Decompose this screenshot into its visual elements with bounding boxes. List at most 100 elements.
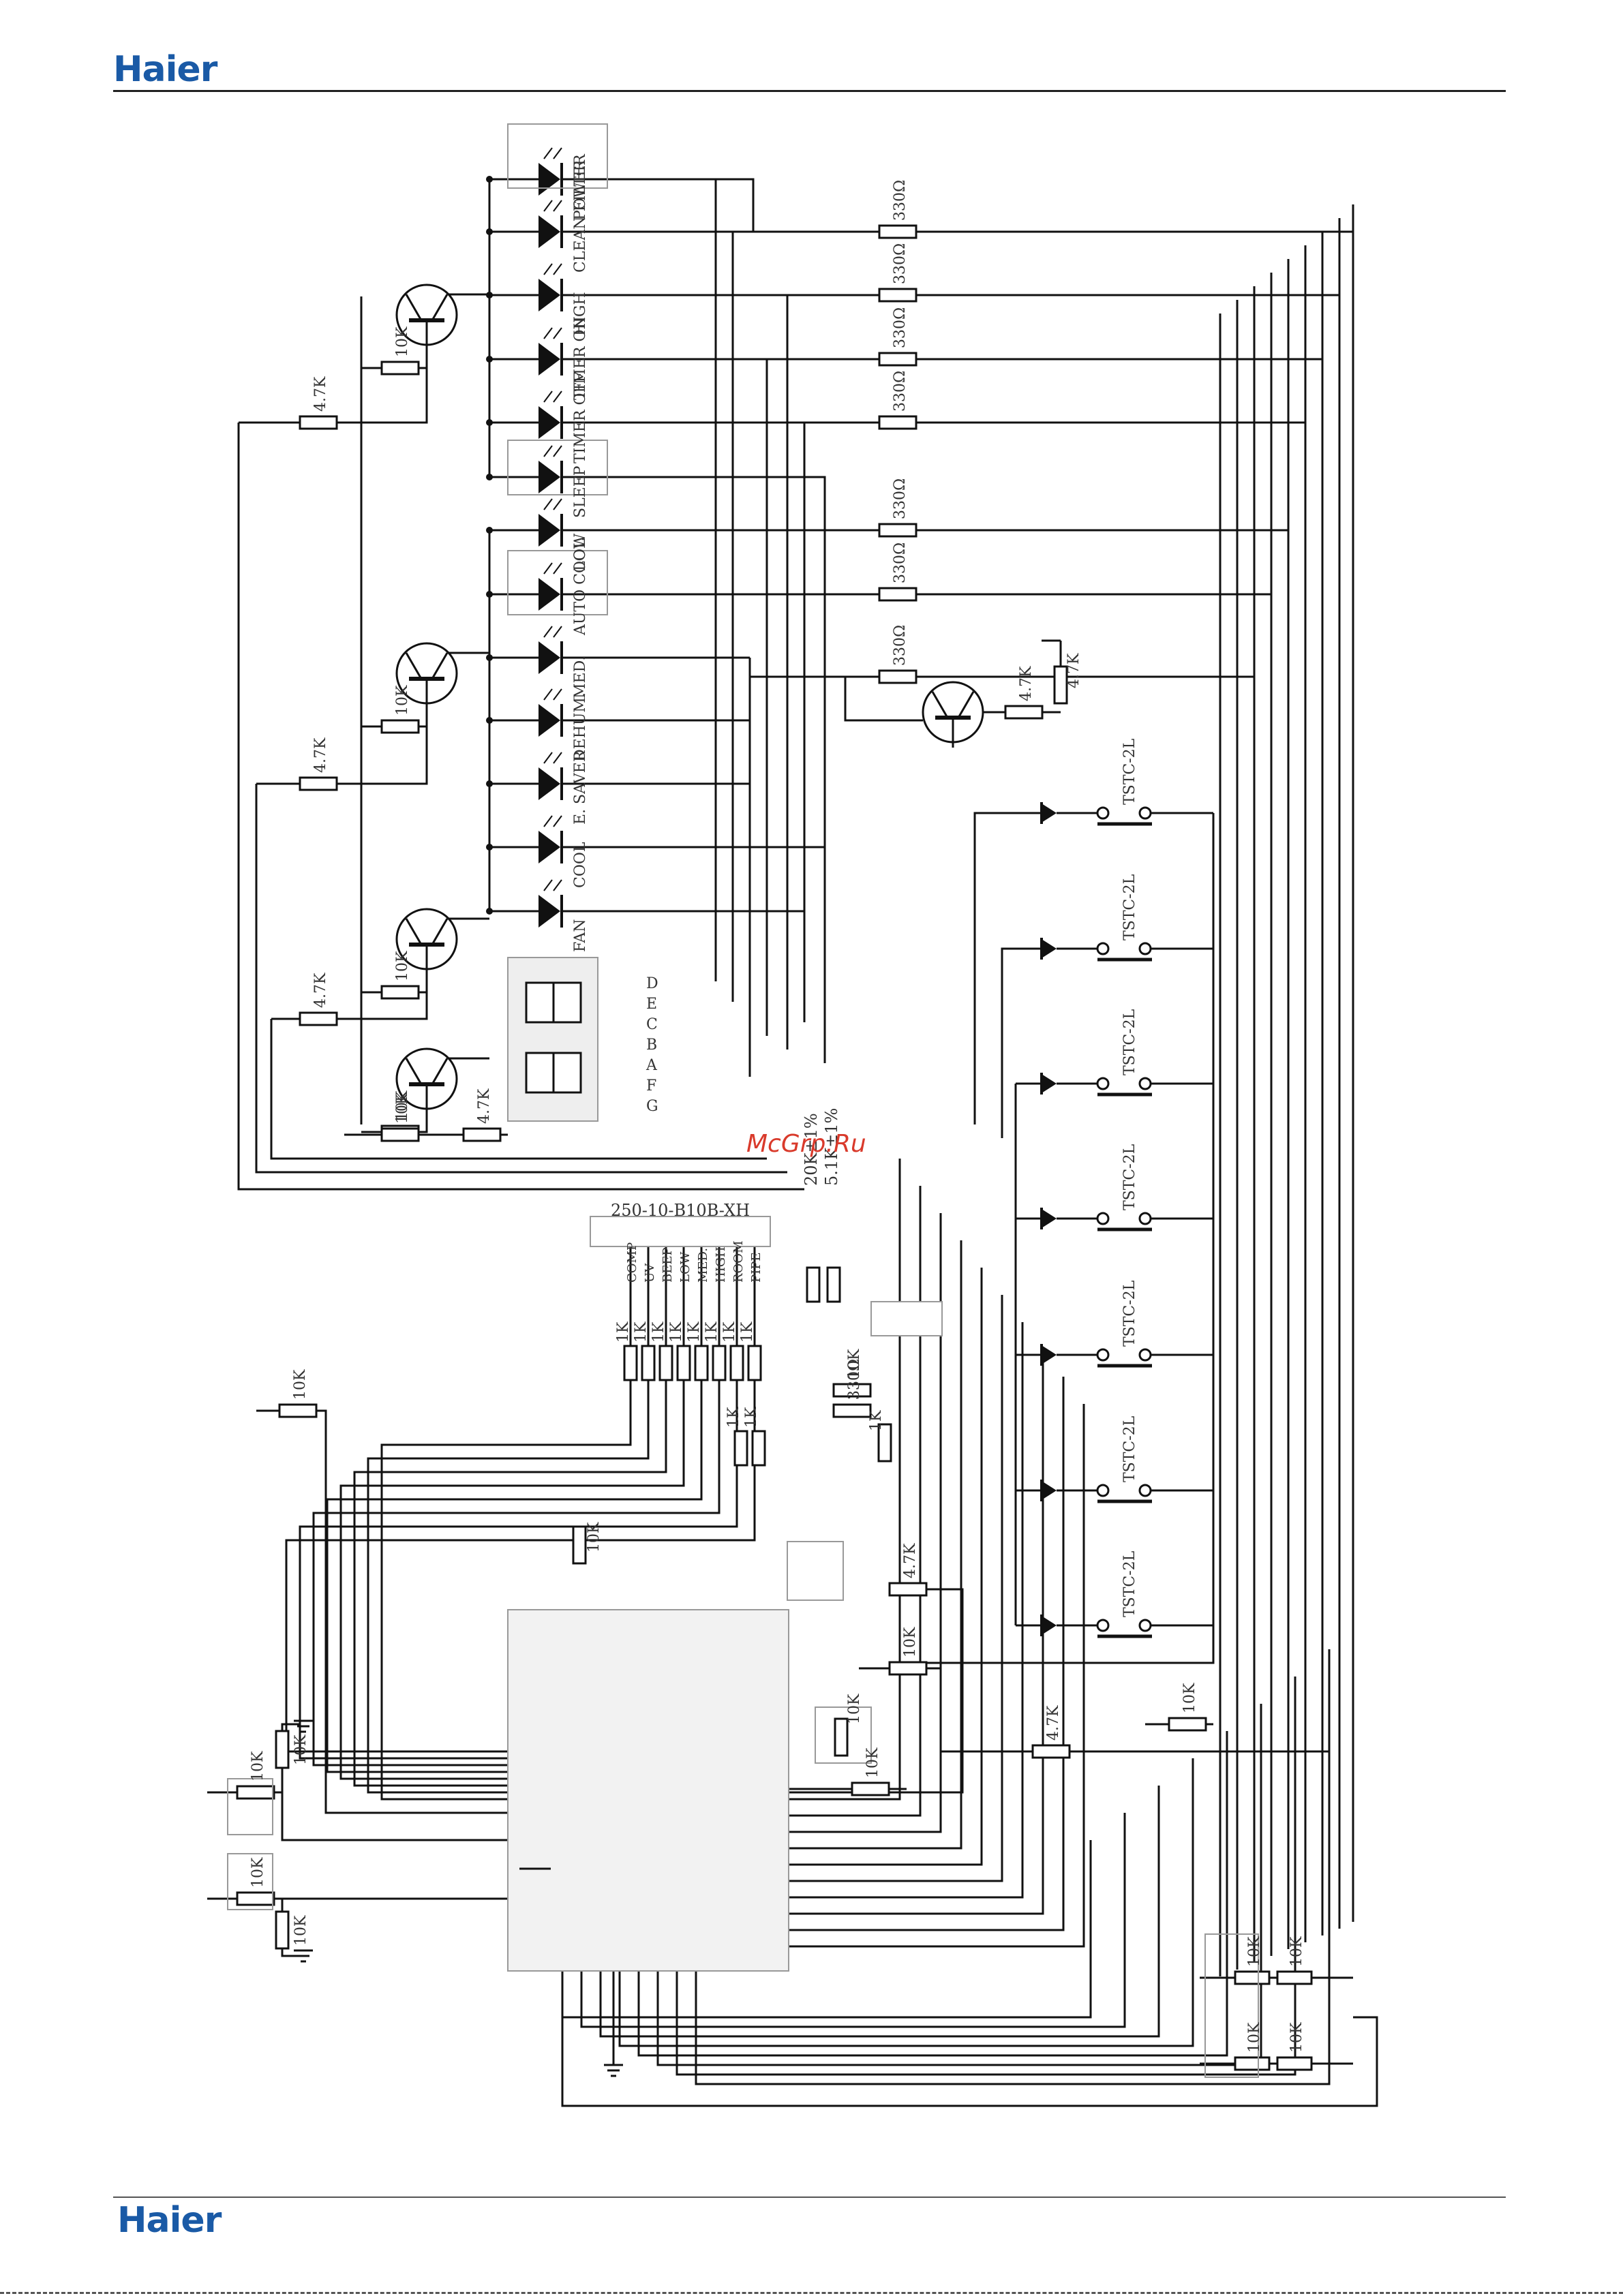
resistor-label: 330Ω: [892, 371, 909, 412]
led-high: [489, 263, 750, 311]
sensor-box-2: [227, 1778, 273, 1835]
led-low: [489, 498, 750, 547]
led-label: HIGH: [572, 292, 589, 336]
resistor: [1276, 2056, 1313, 2071]
transistor-3: [395, 908, 458, 975]
connector-name: 250-10-B10B-XH: [611, 1201, 750, 1220]
resistor-label: 1K: [868, 1410, 885, 1431]
resistor-label: 10K: [292, 1734, 309, 1765]
led-label: TIMER ON: [572, 316, 589, 400]
led-auto-cool: [489, 562, 750, 611]
resistor-label: 330Ω: [892, 307, 909, 348]
switch-label: TSTC-2L: [1121, 1550, 1138, 1617]
led-label: TIMER OFF: [572, 372, 589, 463]
resistor: [1234, 2056, 1271, 2071]
resistor: [462, 1127, 502, 1142]
resistor: [380, 361, 420, 376]
buzzer-box: [870, 1301, 943, 1336]
resistor: [826, 1266, 841, 1303]
resistor: [834, 1717, 849, 1757]
watermark: McGrp.Ru: [746, 1130, 866, 1158]
switch-label: TSTC-2L: [1121, 738, 1138, 805]
resistor-label: 10K: [394, 1090, 411, 1121]
switch-tstc-2l: TSTC-2L: [1040, 1550, 1152, 1638]
resistor: [275, 1910, 290, 1950]
resistor-label: 10K: [394, 951, 411, 981]
resistor-label: 10K: [846, 1349, 863, 1379]
resistor-label: 1K: [650, 1321, 667, 1343]
resistor: [877, 1423, 892, 1463]
resistor: [878, 415, 917, 430]
resistor-label: 4.7K: [1065, 653, 1082, 688]
led-med-: [489, 626, 750, 674]
resistor: [878, 587, 917, 602]
page-edge-dashed-rule: [0, 2292, 1623, 2294]
resistor-label: 1K: [703, 1321, 721, 1343]
resistor-label: 330Ω: [892, 180, 909, 221]
resistor: [729, 1345, 744, 1381]
crystal-box: [787, 1541, 844, 1601]
resistor: [641, 1345, 656, 1381]
resistor: [299, 415, 338, 430]
resistor-label: 1K: [686, 1321, 703, 1343]
mcu-chip: [507, 1609, 789, 1972]
resistor: [1053, 665, 1068, 705]
resistor: [1276, 1970, 1313, 1985]
resistor: [623, 1345, 638, 1381]
resistor: [747, 1345, 762, 1381]
switch-tstc-2l: TSTC-2L: [1040, 1280, 1152, 1368]
switch-label: TSTC-2L: [1121, 874, 1138, 940]
segment-pin-label: E: [646, 996, 657, 1013]
resistor-label: 10K: [249, 1857, 267, 1888]
connector-pin-label: COMP: [625, 1242, 639, 1283]
resistor: [878, 669, 917, 684]
resistor: [236, 1891, 275, 1906]
led-dehum-: [489, 688, 750, 737]
sensor-box-3: [227, 1853, 273, 1910]
resistor: [380, 719, 420, 734]
resistor-label: 1K: [739, 1321, 756, 1343]
resistor: [380, 985, 420, 1000]
led-clean-filter: [489, 200, 750, 248]
resistor: [1234, 1970, 1271, 1985]
resistor-label: 330Ω: [892, 478, 909, 519]
transistor-4: [395, 1047, 458, 1114]
connector-pin-label: ROOM: [731, 1241, 746, 1283]
resistor: [851, 1781, 890, 1796]
led-label: AUTO COOL: [572, 538, 589, 636]
connector-pin-label: LOW: [678, 1251, 693, 1283]
resistor-label: 10K: [846, 1694, 863, 1724]
resistor-label: 10K: [1246, 2022, 1263, 2053]
resistor-label: 4.7K: [312, 973, 329, 1008]
resistor-label: 10K: [586, 1522, 603, 1552]
resistor: [878, 224, 917, 239]
resistor: [299, 776, 338, 791]
resistor-label: 10K: [394, 326, 411, 357]
resistor: [878, 352, 917, 367]
led-timer-off: [489, 391, 750, 439]
resistor-label: 10K: [1288, 1936, 1305, 1967]
switch-label: TSTC-2L: [1121, 1009, 1138, 1075]
led-label: E. SAVER: [572, 750, 589, 825]
header-rule: [113, 90, 1506, 92]
resistor: [694, 1345, 709, 1381]
resistor-label: 10K: [1181, 1683, 1198, 1713]
resistor-label: 1K: [668, 1321, 685, 1343]
resistor-label: 330Ω: [892, 625, 909, 666]
switch-tstc-2l: TSTC-2L: [1040, 1009, 1152, 1097]
resistor: [888, 1661, 928, 1676]
resistor-label: 10K: [1246, 1936, 1263, 1967]
resistor: [236, 1785, 275, 1800]
led-label: POWER: [572, 159, 589, 220]
led-label: LOW: [572, 533, 589, 571]
resistor: [712, 1345, 727, 1381]
resistor: [1004, 705, 1044, 720]
power-led-box: [507, 123, 608, 189]
connector-pin-label: UV: [643, 1263, 657, 1283]
seven-segment-display: [507, 957, 598, 1122]
led-label: CLEAN FILTER: [572, 153, 589, 273]
switch-label: TSTC-2L: [1121, 1144, 1138, 1210]
resistor: [832, 1383, 872, 1398]
resistor-label: 10K: [902, 1627, 919, 1657]
